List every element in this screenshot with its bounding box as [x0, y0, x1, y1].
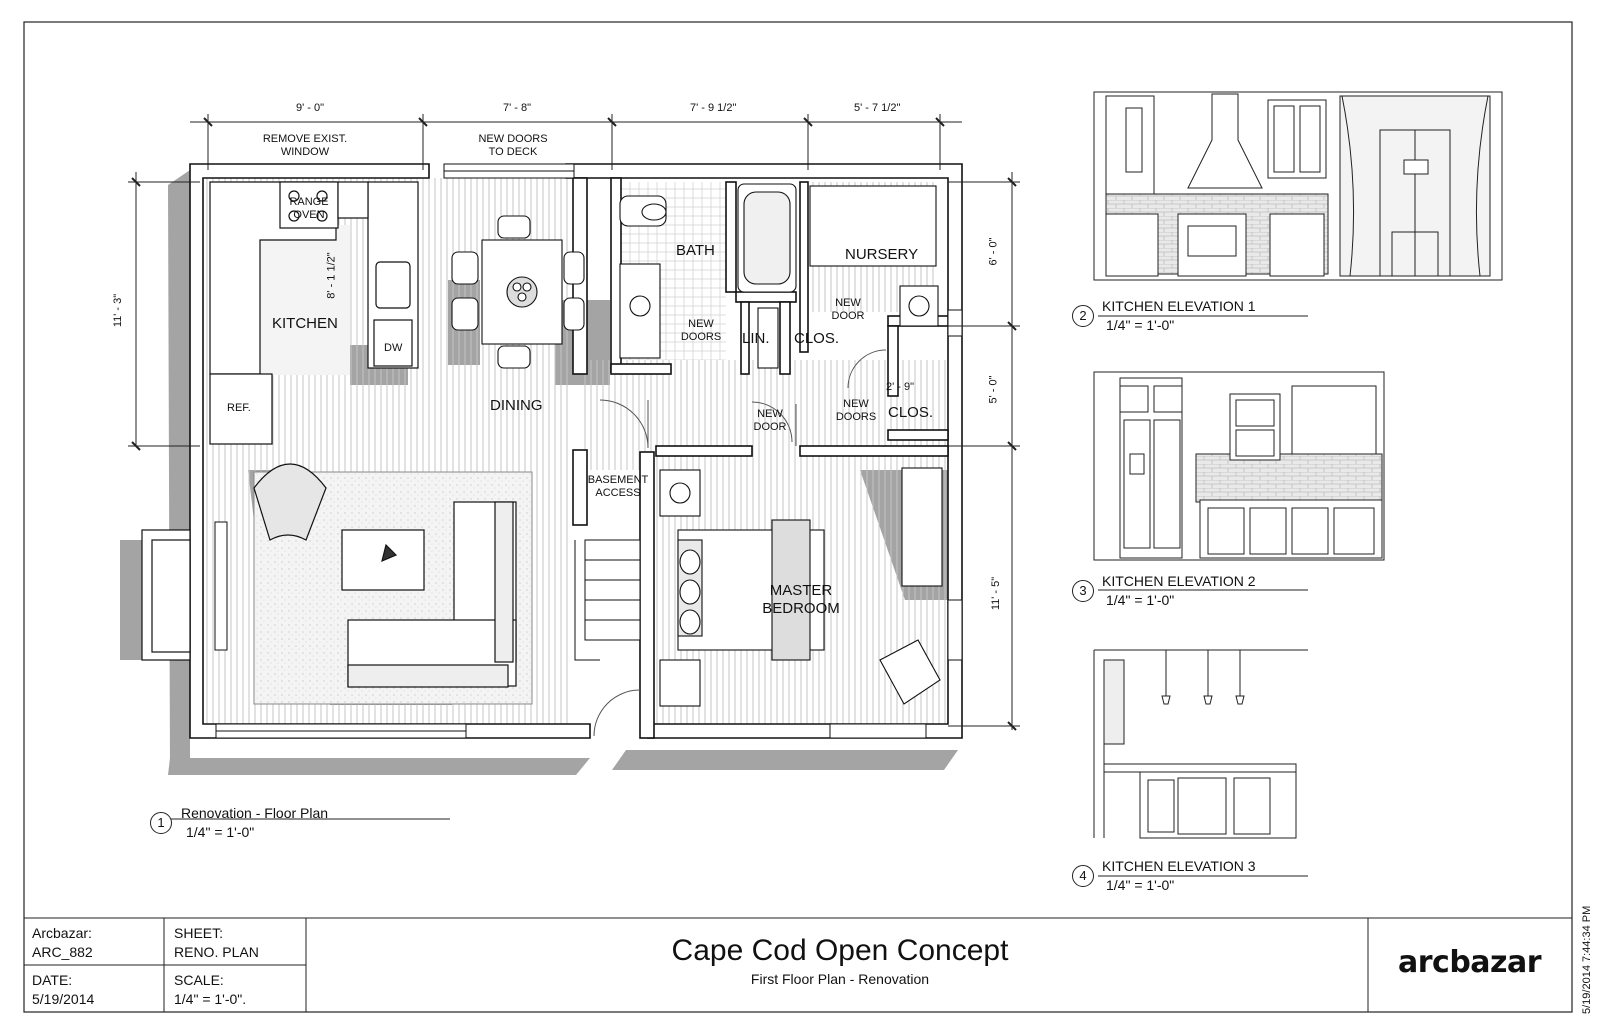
note-new-door-hall-line2: DOOR — [753, 421, 787, 433]
dim-closet: 2' - 9" — [886, 381, 915, 393]
tb-date-value: 5/19/2014 — [32, 991, 95, 1007]
dim-right-2: 5' - 0" — [987, 375, 1000, 404]
note-new-doors-bath-line1: NEW — [688, 318, 714, 330]
note-range-oven: RANGE OVEN — [284, 196, 334, 222]
note-new-doors-deck: NEW DOORS TO DECK — [472, 133, 554, 159]
elevation-3-drawing — [1093, 649, 1308, 839]
tb-company-label: Arcbazar: — [32, 925, 92, 941]
note-new-doors-master-line1: NEW — [843, 398, 869, 410]
dim-top-2: 7' - 8" — [503, 102, 532, 114]
arcbazar-logo: arcbazar — [1398, 945, 1542, 980]
note-oven-line: OVEN — [293, 209, 325, 221]
view-number-2: 2 — [1072, 305, 1094, 327]
note-basement-access: BASEMENT ACCESS — [584, 474, 652, 500]
note-basement-line1: BASEMENT — [587, 474, 649, 486]
note-new-door-nursery: NEW DOOR — [826, 297, 870, 323]
stairs — [574, 539, 641, 661]
note-remove-window-line2: WINDOW — [280, 146, 330, 158]
plan-view-scale: 1/4" = 1'-0" — [186, 824, 255, 840]
note-new-doors-deck-line1: NEW DOORS — [478, 133, 548, 145]
view-number-4: 4 — [1072, 865, 1094, 887]
elevation-2-title: KITCHEN ELEVATION 2 — [1102, 573, 1256, 589]
dim-top-1: 9' - 0" — [296, 102, 325, 114]
note-new-door-nursery-line2: DOOR — [831, 310, 865, 322]
project-title: Cape Cod Open Concept — [671, 934, 1009, 967]
elevation-1-scale: 1/4" = 1'-0" — [1106, 317, 1175, 333]
note-new-doors-bath-line2: DOORS — [680, 331, 722, 343]
note-range-line: RANGE — [289, 196, 329, 208]
kitchen-counters — [209, 181, 419, 445]
floor-plan — [120, 114, 1020, 820]
note-dw: DW — [384, 342, 403, 354]
note-new-doors-master-line2: DOORS — [835, 411, 877, 423]
door-swings — [593, 349, 887, 737]
project-subtitle: First Floor Plan - Renovation — [750, 971, 930, 987]
plan-view-title: Renovation - Floor Plan — [181, 805, 329, 821]
dim-top-4: 5' - 7 1/2" — [854, 102, 901, 114]
windows — [214, 163, 963, 739]
elevation-2-scale: 1/4" = 1'-0" — [1106, 592, 1175, 608]
dining-set — [451, 215, 585, 369]
tb-company-value: ARC_882 — [32, 944, 93, 960]
note-new-doors-master: NEW DOORS — [832, 398, 880, 424]
dim-top-3: 7' - 9 1/2" — [690, 102, 737, 114]
room-closet-1: CLOS. — [794, 330, 840, 347]
room-closet-2: CLOS. — [888, 404, 934, 421]
elevation-2-drawing — [1093, 371, 1385, 561]
note-new-doors-bath: NEW DOORS — [676, 318, 726, 344]
tb-date-label: DATE: — [32, 972, 73, 988]
sheet-border — [23, 21, 1573, 1013]
note-new-door-hall-line1: NEW — [757, 408, 783, 420]
living-furniture — [253, 463, 517, 688]
print-timestamp: 5/19/2014 7:44:34 PM — [1581, 905, 1593, 1014]
view-number-1: 1 — [150, 812, 172, 834]
nursery-fixtures — [809, 185, 939, 327]
dimension-lines — [128, 114, 1020, 731]
note-basement-line2: ACCESS — [595, 487, 641, 499]
note-new-door-nursery-line1: NEW — [835, 297, 861, 309]
dim-right-1: 6' - 0" — [987, 237, 1000, 266]
room-linen: LIN. — [742, 330, 770, 347]
elevation-3-scale: 1/4" = 1'-0" — [1106, 877, 1175, 893]
note-new-doors-deck-line2: TO DECK — [488, 146, 538, 158]
room-master-bedroom: MASTER BEDROOM — [754, 582, 848, 618]
elevation-3-title: KITCHEN ELEVATION 3 — [1102, 858, 1256, 874]
view-number-3: 3 — [1072, 580, 1094, 602]
room-bath: BATH — [676, 242, 715, 259]
side-steps — [141, 529, 191, 661]
tb-scale-label: SCALE: — [174, 972, 224, 988]
room-master-line1: MASTER — [769, 582, 833, 599]
note-remove-window: REMOVE EXIST. WINDOW — [256, 133, 354, 159]
dim-left: 11' - 3" — [112, 293, 125, 328]
room-master-line2: BEDROOM — [762, 600, 840, 617]
room-dining: DINING — [490, 397, 543, 414]
room-kitchen: KITCHEN — [272, 315, 338, 332]
dim-island: 8' - 1 1/2" — [325, 252, 338, 299]
elevation-1-title: KITCHEN ELEVATION 1 — [1102, 298, 1256, 314]
note-remove-window-line1: REMOVE EXIST. — [262, 133, 348, 145]
elevation-1-drawing — [1093, 91, 1503, 281]
note-ref: REF. — [227, 402, 251, 414]
bath-fixtures — [619, 183, 797, 369]
tb-sheet-label: SHEET: — [174, 925, 224, 941]
dim-right-3: 11' - 5" — [990, 576, 1003, 611]
tb-scale-value: 1/4" = 1'-0". — [174, 991, 247, 1007]
note-new-door-hall: NEW DOOR — [748, 408, 792, 434]
tb-sheet-value: RENO. PLAN — [174, 944, 259, 960]
room-nursery: NURSERY — [845, 246, 919, 263]
master-furniture — [659, 467, 943, 707]
